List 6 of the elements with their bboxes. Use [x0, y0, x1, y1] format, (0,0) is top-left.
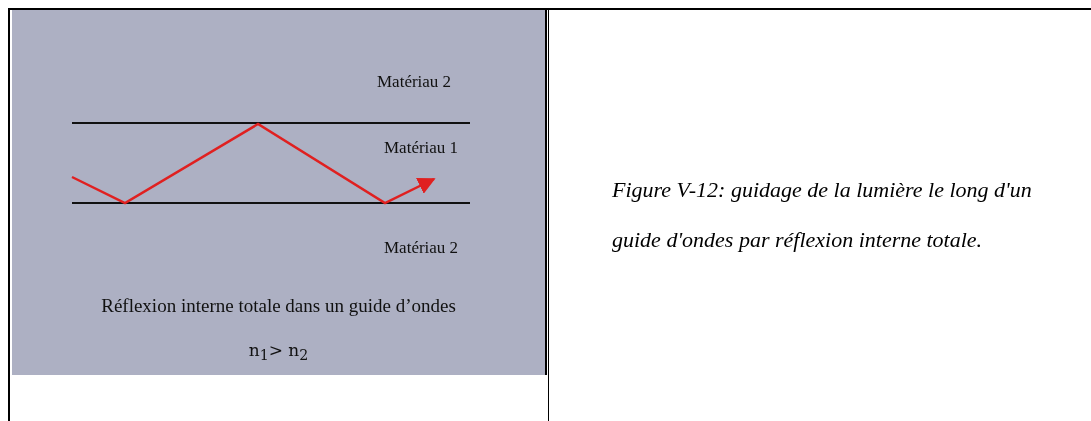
- material-label: Matériau 2: [377, 72, 452, 92]
- figure-title: Réflexion interne totale dans un guide d’ondes: [101, 295, 456, 317]
- figure-caption: Figure V-12: guidage de la lumière le long d'un guide d'ondes par réflexion interne totale.: [612, 176, 1033, 254]
- material-label: Matériau 2: [384, 238, 459, 258]
- refractive-index-relation: n$_{1}$> n$_{2}$: [248, 340, 309, 364]
- material-label: Matériau 1: [384, 138, 459, 158]
